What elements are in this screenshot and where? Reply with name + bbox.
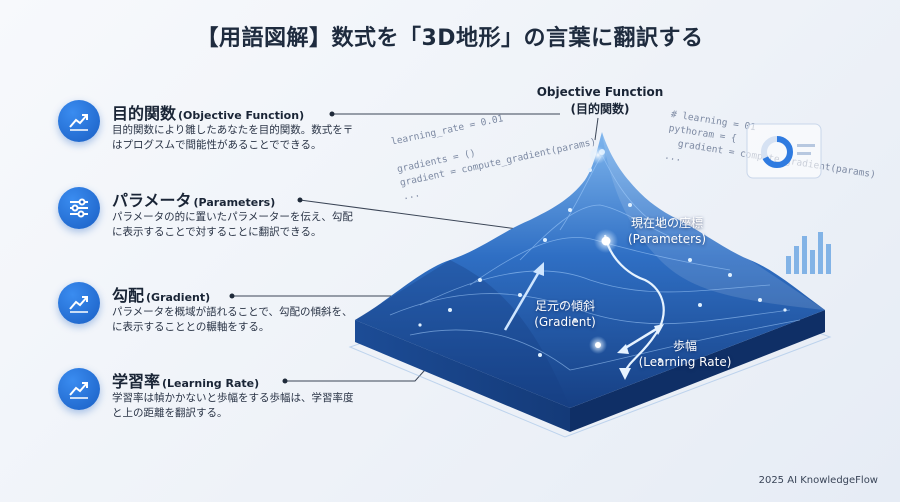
term-description: 学習率は幀かかないと歩幅をする歩幅は、学習率度と上の距離を翻訳する。 [112,392,354,419]
label-gradient: 足元の傾斜 (Gradient) [534,299,596,329]
sliders-icon [58,187,100,229]
label-parameters: 現在地の座標 (Parameters) [627,216,707,246]
term-title: 勾配 [112,286,145,305]
chart-trend-icon [58,282,100,324]
terrain-3d-landscape [348,132,832,438]
chart-trend-icon [58,368,100,410]
label-objective-function: Objective Function (目的関数) [536,85,664,116]
term-english: (Objective Function) [178,109,305,122]
term-description: パラメータの的に置いたパラメーターを伝え、勾配に表示することで対することに翻訳で… [112,211,353,238]
term-title: パラメータ [112,191,192,210]
label-learning-rate: 歩幅 (Learning Rate) [638,339,732,369]
chart-trend-icon [58,100,100,142]
footer-credit: 2025 AI KnowledgeFlow [758,475,878,486]
donut-chart-widget [746,123,822,179]
page-title: 【用語図解】数式を「3D地形」の言葉に翻訳する [196,26,704,51]
term-english: (Learning Rate) [162,377,260,390]
term-english: (Parameters) [193,196,276,209]
term-title: 学習率 [112,372,161,391]
term-title: 目的関数 [112,104,177,123]
term-description: 目的関数により雛したあなたを目的関数。数式を〒はプログスムで間能性があることでで… [112,124,354,151]
term-english: (Gradient) [146,291,211,304]
bar-chart-widget [786,232,831,274]
term-description: パラメータを概域が語れることで、勾配の傾斜を、に表示することとの輾軸をする。 [112,306,353,333]
